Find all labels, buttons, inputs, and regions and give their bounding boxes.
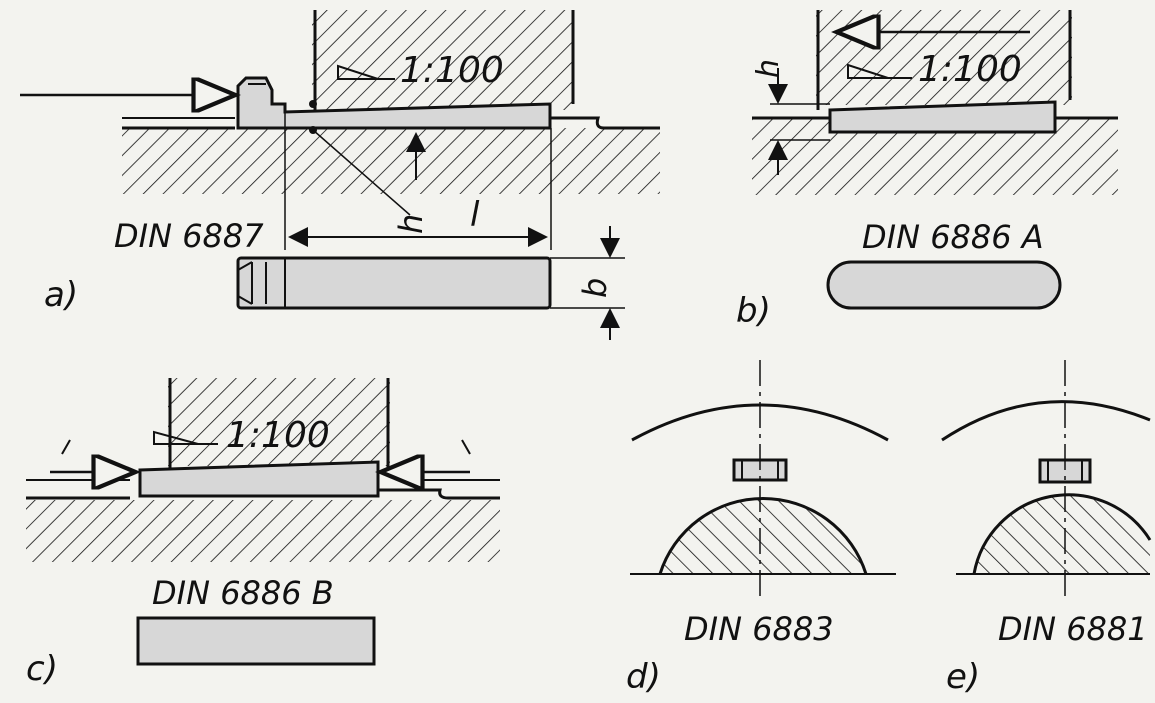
panel-c-shaft: [26, 500, 500, 562]
panel-a-letter: a): [44, 275, 78, 315]
panel-b-letter: b): [736, 291, 771, 331]
panel-a-shaft: [122, 128, 660, 194]
panel-b-standard: DIN 6886 A: [862, 218, 1044, 256]
panel-b-key: [828, 100, 1057, 134]
panel-b-group: 1:100 h DIN 6886 A b): [736, 10, 1118, 331]
panel-b-taper: 1:100: [918, 49, 1022, 90]
panel-c-key-plan: [136, 616, 376, 666]
panel-a-taper: 1:100: [400, 50, 504, 91]
panel-a-dim-h: h: [392, 214, 430, 234]
panel-c-hub: [168, 378, 390, 466]
panel-e-standard: DIN 6881: [998, 610, 1148, 648]
panel-a-dim-b: b: [576, 278, 614, 298]
panel-a-gib-key: [236, 76, 552, 130]
panel-c-group: 1:100 DIN 6886 B c): [26, 378, 500, 689]
panel-c-taper: 1:100: [226, 415, 330, 456]
panel-c-standard: DIN 6886 B: [152, 574, 334, 612]
panel-c-letter: c): [26, 649, 58, 689]
panel-a-key-plan: [236, 256, 552, 310]
panel-d-shaft: [660, 498, 866, 574]
panel-a-group: 1:100 h l DIN 6887 b a): [20, 10, 660, 340]
panel-e-shaft: [974, 494, 1150, 574]
panel-b-dim-h: h: [751, 59, 786, 78]
panel-e-group: DIN 6881 e): [941, 360, 1152, 697]
panel-d-group: DIN 6883 d): [626, 360, 896, 697]
panel-b-key-plan: [826, 260, 1062, 310]
panel-e-letter: e): [946, 657, 980, 697]
panel-b-shaft: [752, 118, 1118, 195]
panel-a-hub: [312, 10, 574, 110]
panel-a-standard: DIN 6887: [114, 217, 264, 255]
panel-c-key: [138, 460, 380, 498]
panel-a-dim-l: l: [470, 195, 480, 235]
panel-d-letter: d): [626, 657, 661, 697]
panel-d-standard: DIN 6883: [684, 610, 834, 648]
